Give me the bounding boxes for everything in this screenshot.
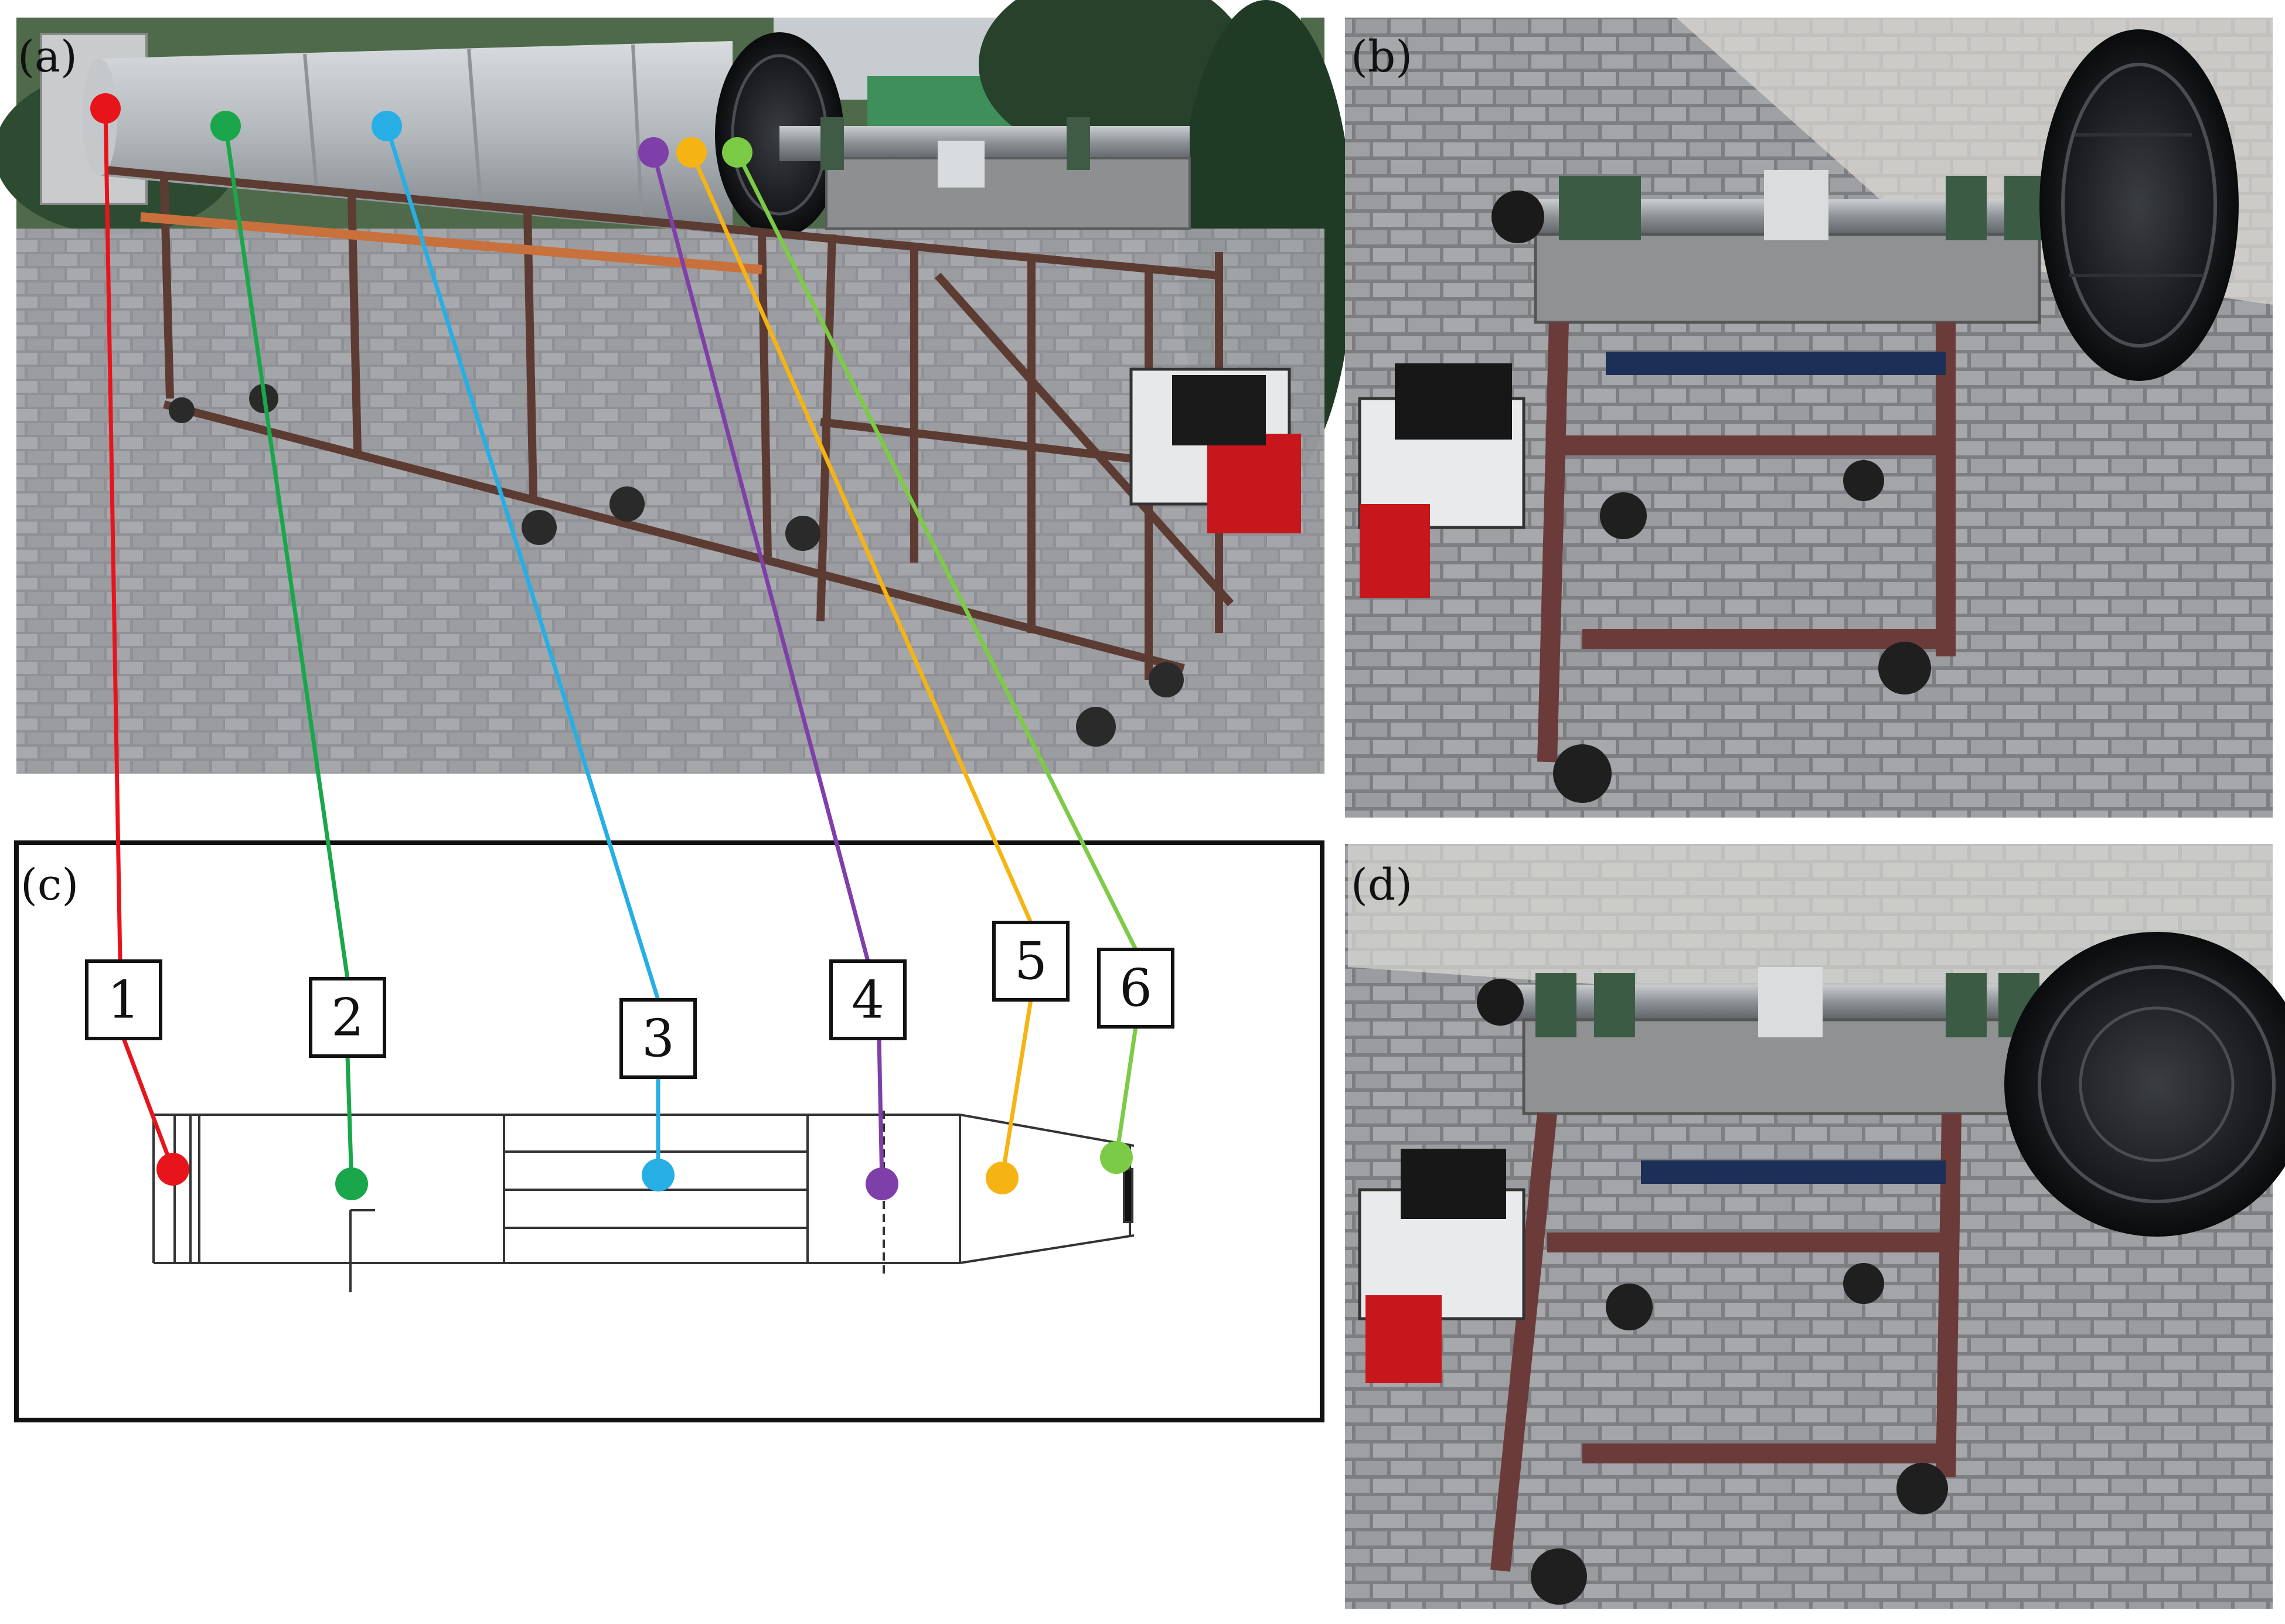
leader-line-4-lower (877, 1038, 884, 1184)
panel-label-b: (b) (1351, 32, 1412, 82)
callout-box-2: 2 (309, 977, 386, 1058)
photo-panel-d (1345, 844, 2285, 1609)
callout-box-6: 6 (1097, 948, 1174, 1029)
marker-dot-1-photo (90, 93, 121, 124)
callout-number-6: 6 (1119, 958, 1152, 1019)
callout-number-1: 1 (107, 970, 140, 1030)
callout-box-5: 5 (992, 921, 1070, 1002)
callout-number-4: 4 (852, 970, 884, 1030)
callout-box-3: 3 (619, 998, 697, 1079)
callout-box-1: 1 (85, 959, 162, 1040)
schematic-panel-c (14, 840, 1324, 1422)
marker-dot-6-photo (722, 137, 752, 168)
panel-label-c: (c) (21, 860, 79, 910)
marker-dot-5-schematic (986, 1162, 1019, 1194)
marker-dot-2-schematic (335, 1167, 368, 1200)
leader-line-5-lower (1000, 999, 1033, 1179)
leader-line-1-upper (103, 108, 122, 962)
leader-line-2-lower (345, 1056, 354, 1184)
leader-line-5-upper (689, 151, 1033, 924)
panel-label-a: (a) (18, 32, 77, 82)
marker-dot-1-schematic (156, 1153, 189, 1186)
marker-dot-4-photo (638, 137, 669, 168)
marker-dot-2-photo (210, 111, 241, 141)
leader-line-1-lower (121, 1037, 175, 1170)
marker-dot-4-schematic (866, 1167, 898, 1200)
marker-dot-3-photo (372, 111, 402, 141)
leader-line-6-lower (1114, 1026, 1138, 1158)
callout-number-5: 5 (1014, 931, 1047, 992)
marker-dot-5-photo (676, 137, 707, 168)
callout-number-2: 2 (331, 988, 364, 1048)
callout-number-3: 3 (642, 1009, 675, 1069)
panel-label-d: (d) (1351, 860, 1412, 910)
marker-dot-3-schematic (642, 1159, 675, 1191)
leader-line-2-upper (223, 125, 350, 979)
leader-line-3-upper (384, 125, 660, 1001)
callout-leaders (90, 93, 1138, 1200)
callout-box-4: 4 (829, 959, 907, 1040)
photo-panel-b (1345, 18, 2273, 818)
leader-line-4-upper (651, 152, 870, 962)
leader-line-6-upper (735, 151, 1138, 951)
photo-panel-a (0, 0, 1354, 774)
marker-dot-6-schematic (1100, 1141, 1133, 1174)
